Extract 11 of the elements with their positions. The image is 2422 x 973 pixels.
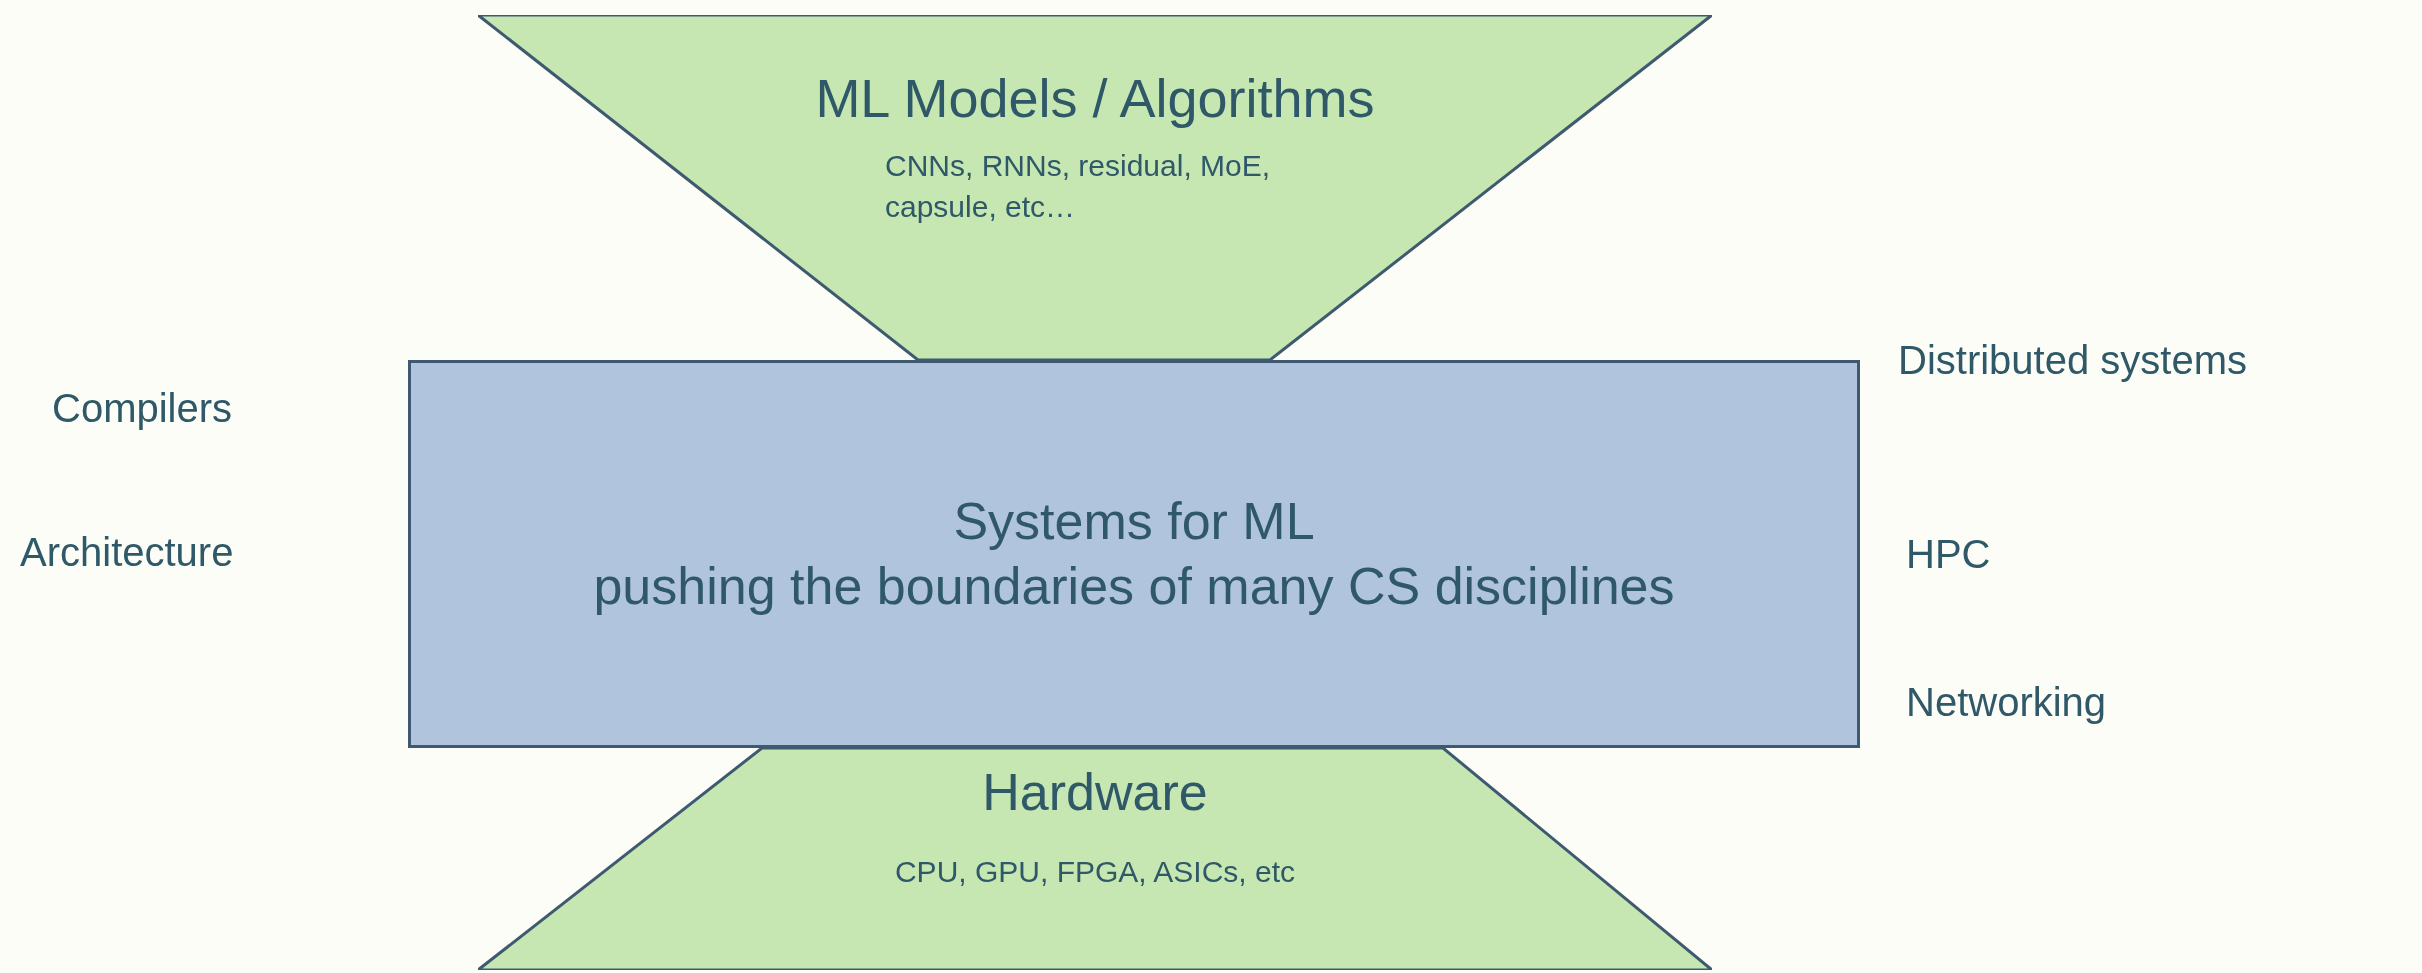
box-text: pushing the boundaries of many CS disciplines [593,556,1675,617]
layer-title: Hardware [982,762,1208,823]
discipline-label: Compilers [52,385,233,432]
discipline-label: Distributed systems [1898,337,2247,384]
layer-description: CPU, GPU, FPGA, ASICs, etc [894,854,1296,890]
discipline-label: Networking [1906,679,2107,726]
discipline-label: HPC [1906,531,1991,578]
discipline-label: Architecture [20,529,234,576]
layer-title: ML Models / Algorithms [815,67,1375,130]
layer-description: CNNs, RNNs, residual, MoE, capsule, etc… [885,147,1272,225]
box-text: Systems for ML [953,491,1315,552]
